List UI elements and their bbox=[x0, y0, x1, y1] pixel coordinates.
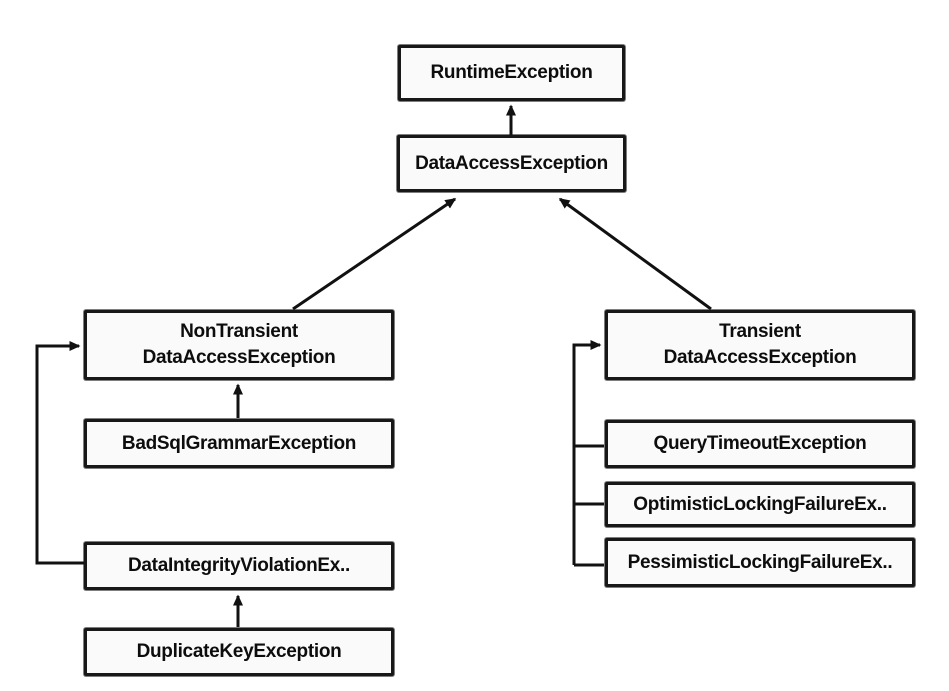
edge-nontransient-to-dataaccess bbox=[292, 197, 457, 311]
node-transient-label: Transient DataAccessException bbox=[663, 321, 857, 368]
node-optimistic-locking-label: OptimisticLockingFailureEx.. bbox=[633, 493, 887, 515]
node-runtime-exception: RuntimeException bbox=[398, 45, 625, 101]
node-bad-sql-label: BadSqlGrammarException bbox=[121, 432, 357, 454]
edge-dataintegrity-to-nontransient bbox=[35, 341, 84, 565]
node-non-transient-label: NonTransient DataAccessException bbox=[142, 321, 336, 368]
node-query-timeout-label: QueryTimeoutException bbox=[653, 433, 867, 454]
node-optimistic-locking-failure-exception: OptimisticLockingFailureEx.. bbox=[605, 482, 915, 527]
edge-right-trunk-to-transient bbox=[572, 340, 602, 565]
node-data-access-exception: DataAccessException bbox=[397, 135, 626, 192]
node-data-integrity-label: DataIntegrityViolationEx.. bbox=[127, 555, 350, 576]
node-duplicate-key-exception: DuplicateKeyException bbox=[84, 628, 394, 676]
node-query-timeout-exception: QueryTimeoutException bbox=[605, 420, 915, 468]
node-data-integrity-violation-exception: DataIntegrityViolationEx.. bbox=[84, 542, 394, 590]
edge-transient-to-dataaccess bbox=[558, 197, 712, 311]
node-pessimistic-locking-label: PessimisticLockingFailureEx.. bbox=[627, 551, 893, 573]
node-transient-data-access-exception: Transient DataAccessException bbox=[605, 310, 915, 380]
node-bad-sql-grammar-exception: BadSqlGrammarException bbox=[84, 419, 394, 468]
node-pessimistic-locking-failure-exception: PessimisticLockingFailureEx.. bbox=[605, 538, 915, 587]
node-duplicate-key-label: DuplicateKeyException bbox=[136, 641, 342, 662]
node-non-transient-data-access-exception: NonTransient DataAccessException bbox=[84, 310, 394, 380]
node-runtime-exception-label: RuntimeException bbox=[430, 62, 593, 83]
node-data-access-exception-label: DataAccessException bbox=[415, 152, 608, 174]
